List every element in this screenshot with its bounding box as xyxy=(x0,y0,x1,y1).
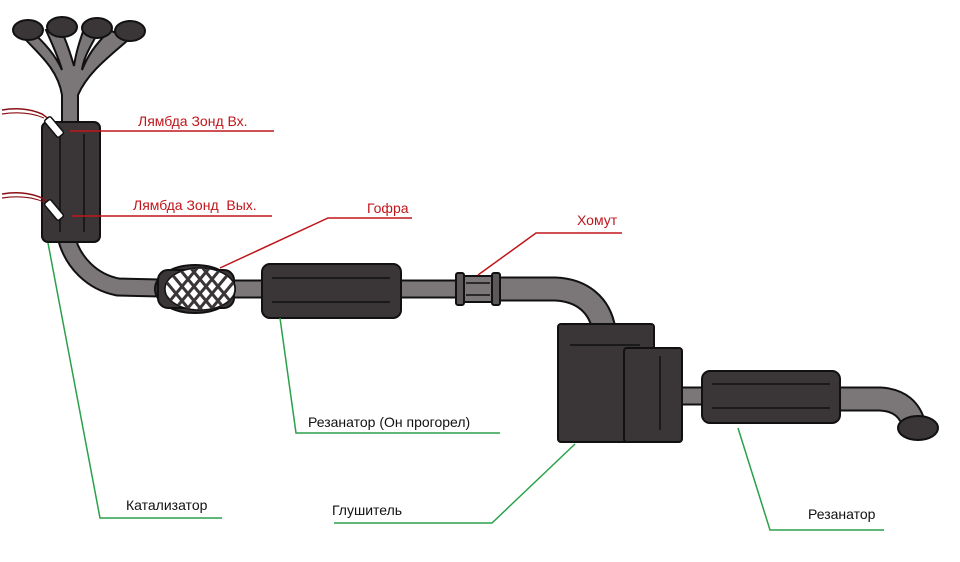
manifold-port-4 xyxy=(114,20,146,42)
label-flex-pipe: Гофра xyxy=(367,200,409,216)
red-leaders xyxy=(70,130,622,276)
catalytic-converter xyxy=(41,121,101,243)
label-resonator-rear: Резанатор xyxy=(808,506,876,522)
manifold-port-2 xyxy=(46,16,78,38)
resonator-front xyxy=(261,263,402,319)
green-leaders xyxy=(47,242,884,531)
exhaust-manifold xyxy=(12,16,146,127)
leader-rezonator-2 xyxy=(737,427,884,531)
tailpipe-outlet xyxy=(897,415,939,441)
leader-khomut xyxy=(477,232,622,276)
label-muffler: Глушитель xyxy=(332,502,403,518)
label-clamp: Хомут xyxy=(577,212,618,228)
leader-rezonator-1 xyxy=(279,317,500,434)
pipe-clamp xyxy=(455,272,501,306)
leader-glushitel xyxy=(334,443,576,524)
label-catalytic-converter: Катализатор xyxy=(126,497,208,513)
leader-katalizator xyxy=(47,242,222,519)
label-lambda-sensor-inlet: Лямбда Зонд Вх. xyxy=(138,113,248,129)
label-lambda-sensor-outlet: Лямбда Зонд Вых. xyxy=(133,197,257,213)
manifold-port-1 xyxy=(12,19,44,41)
flex-pipe-gofra xyxy=(154,264,236,314)
resonator-rear xyxy=(701,370,841,424)
pipes xyxy=(56,233,939,441)
lambda-sensor-inlet xyxy=(1,108,65,138)
main-muffler xyxy=(557,323,683,443)
manifold-port-3 xyxy=(81,17,113,39)
leader-gofra xyxy=(219,217,412,269)
lambda-sensor-outlet xyxy=(1,192,65,221)
label-resonator-front: Резанатор (Он прогорел) xyxy=(308,414,471,430)
